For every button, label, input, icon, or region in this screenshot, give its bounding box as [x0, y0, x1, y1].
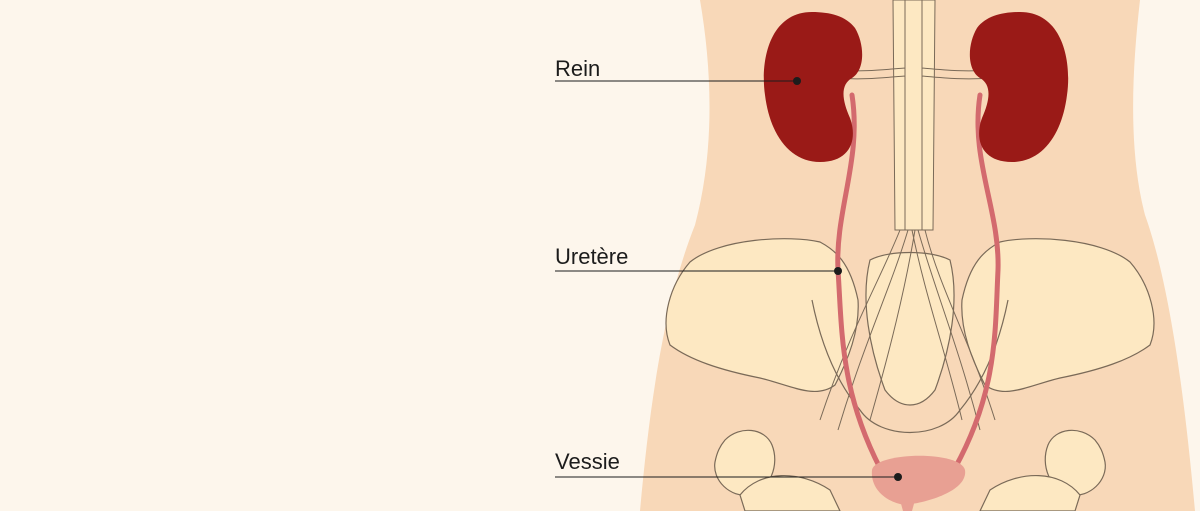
- bladder-marker: [894, 473, 902, 481]
- kidney-marker: [793, 77, 801, 85]
- label-kidney: Rein: [555, 56, 600, 81]
- ureter-marker: [834, 267, 842, 275]
- spine: [893, 0, 935, 230]
- label-bladder: Vessie: [555, 449, 620, 474]
- label-ureter: Uretère: [555, 244, 628, 269]
